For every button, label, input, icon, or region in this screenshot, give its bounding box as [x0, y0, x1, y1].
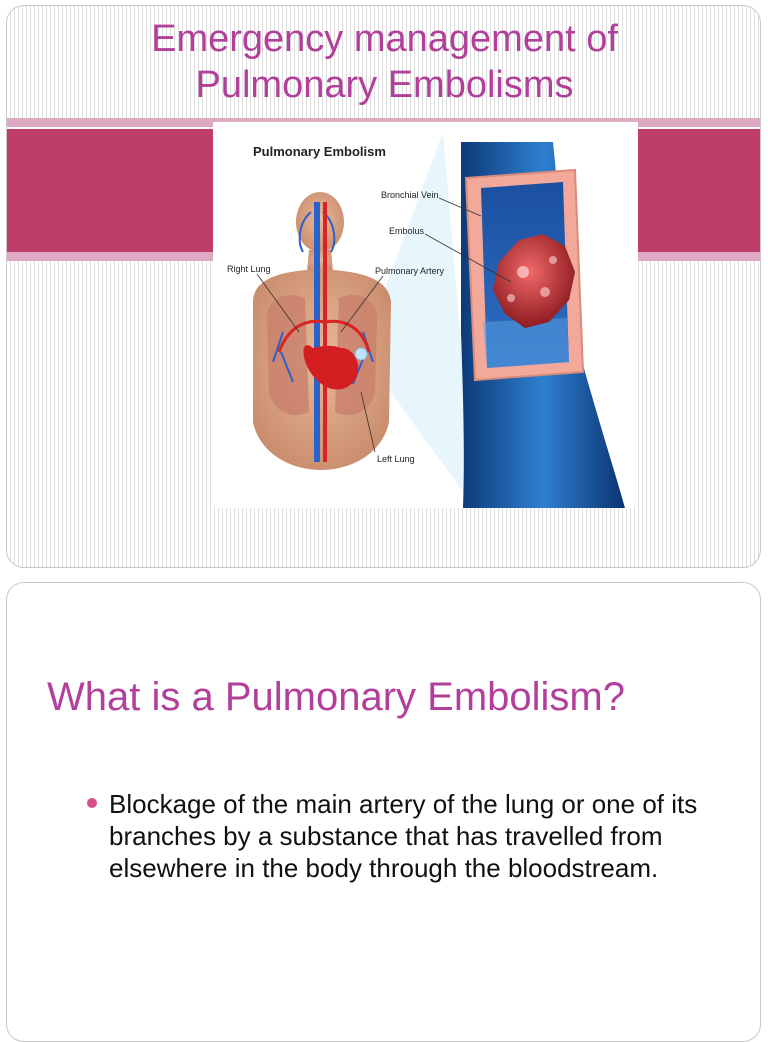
human-torso — [253, 192, 391, 470]
bullet-text: Blockage of the main artery of the lung … — [109, 789, 698, 883]
bullet-dot-icon — [87, 798, 97, 808]
label-pulmonary-artery: Pulmonary Artery — [375, 266, 445, 276]
blood-vessel-closeup — [461, 142, 625, 508]
slide-title-line-1: Emergency management of — [151, 18, 618, 60]
pulmonary-embolism-illustration: Pulmonary Embolism Bronchial Vein Embolu… — [213, 122, 638, 508]
label-right-lung: Right Lung — [227, 264, 271, 274]
slide-title-line-2: Pulmonary Embolisms — [195, 64, 574, 106]
slide-1: Emergency management of Pulmonary Emboli… — [6, 5, 761, 568]
slide-2: What is a Pulmonary Embolism? Blockage o… — [6, 582, 761, 1042]
bullet-item: Blockage of the main artery of the lung … — [87, 788, 707, 884]
slide-heading: What is a Pulmonary Embolism? — [47, 675, 625, 719]
label-embolus: Embolus — [389, 226, 425, 236]
zoom-wedge — [361, 132, 475, 508]
illustration-svg: Pulmonary Embolism Bronchial Vein Embolu… — [227, 132, 625, 508]
label-left-lung: Left Lung — [377, 454, 415, 464]
embolus-clot — [493, 234, 575, 328]
label-bronchial-vein: Bronchial Vein — [381, 190, 439, 200]
label-pointers — [256, 197, 512, 453]
slide-title: Emergency management of Pulmonary Emboli… — [7, 16, 760, 108]
figure-title: Pulmonary Embolism — [253, 144, 386, 159]
